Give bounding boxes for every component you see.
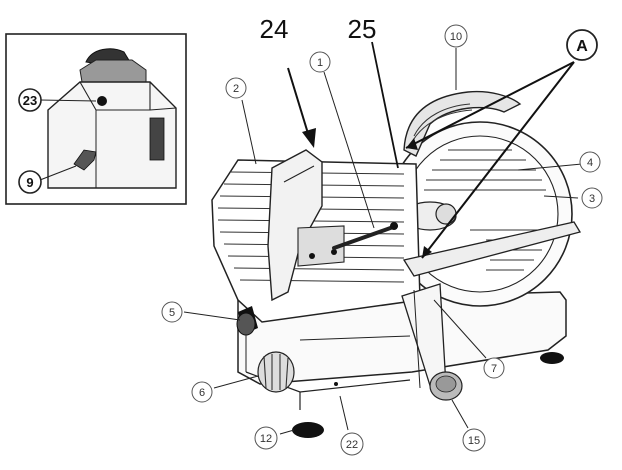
top-blade-guard [403, 90, 522, 157]
pointer-25 [371, 41, 399, 169]
callout-A: A [566, 29, 598, 61]
callout-7-label: 7 [491, 363, 497, 375]
blade-hub-cap [435, 203, 457, 225]
carriage-arm-rod [402, 221, 582, 277]
callout-5: 5 [161, 301, 183, 323]
callout-3: 3 [581, 187, 603, 209]
callout-23: 23 [18, 88, 42, 112]
callout-1: 1 [309, 51, 331, 73]
callout-15-label: 15 [468, 435, 480, 447]
knob-thickness-6 [257, 351, 295, 393]
inset-side-band [149, 117, 165, 161]
inset-housing-edge [79, 81, 151, 111]
callout-4-label: 4 [587, 157, 593, 169]
callout-10: 10 [444, 24, 468, 48]
callout-12-label: 12 [260, 433, 272, 445]
foot-rear-right [540, 352, 564, 364]
callout-15: 15 [462, 428, 486, 452]
pointer-A [405, 61, 575, 259]
callout-1-label: 1 [317, 57, 323, 69]
callout-9: 9 [18, 170, 42, 194]
inset-peg-9 [73, 149, 97, 171]
pusher-rod [332, 224, 398, 250]
foot-front-left [292, 422, 324, 438]
label-24: 24 [260, 14, 289, 44]
pointer-24 [287, 67, 316, 148]
slicer-machine [183, 41, 583, 438]
inset-detail: 23 9 [5, 33, 187, 205]
callout-22: 22 [340, 432, 364, 456]
callout-leaders [183, 48, 583, 435]
callout-7: 7 [483, 357, 505, 379]
callout-2-label: 2 [233, 83, 239, 95]
foot-rear-left [236, 306, 258, 336]
food-carriage [211, 149, 421, 323]
label-25: 25 [348, 14, 377, 44]
inset-screw-23 [97, 96, 107, 106]
callout-2: 2 [225, 77, 247, 99]
callout-23-label: 23 [23, 93, 37, 108]
callout-4: 4 [579, 151, 601, 173]
callout-12: 12 [254, 426, 278, 450]
inset-knob-collar [79, 59, 147, 83]
callout-5-label: 5 [169, 307, 175, 319]
callout-10-label: 10 [450, 31, 462, 43]
callout-6: 6 [191, 381, 213, 403]
callout-9-label: 9 [26, 175, 33, 190]
callout-A-label: A [576, 38, 588, 55]
callout-6-label: 6 [199, 387, 205, 399]
callout-3-label: 3 [589, 193, 595, 205]
callout-22-label: 22 [346, 439, 358, 451]
carriage-arm [401, 221, 582, 393]
knob-control-15 [429, 371, 463, 401]
